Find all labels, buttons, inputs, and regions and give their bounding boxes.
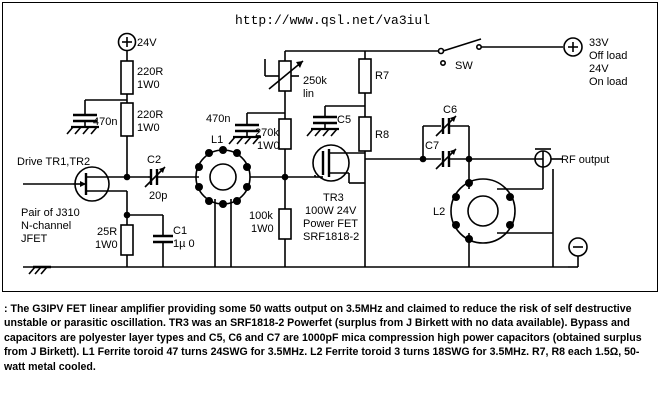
drive-label: Drive TR1,TR2 — [17, 156, 90, 168]
jfet-pair-label-1: Pair of J310 — [21, 207, 80, 219]
inductor-l2-label: L2 — [433, 206, 445, 218]
capacitor-c7-label: C7 — [425, 140, 439, 152]
resistor-25r — [120, 224, 134, 256]
resistor-220r-b-power: 1W0 — [137, 122, 160, 134]
resistor-270k-value: 270k — [255, 127, 279, 139]
rf-output-label: RF output — [561, 154, 609, 166]
capacitor-c5-label: C5 — [337, 114, 351, 126]
capacitor-470n-b-value: 470n — [206, 113, 230, 125]
supply-24v-label: 24V — [137, 37, 157, 49]
resistor-220r-a-power: 1W0 — [137, 79, 160, 91]
resistor-100k — [278, 208, 292, 240]
supply-24v-terminal — [117, 32, 137, 52]
switch-label: SW — [455, 60, 473, 72]
switch-sw — [437, 47, 445, 55]
tr3-label-4: SRF1818-2 — [303, 231, 359, 243]
resistor-r7 — [358, 58, 372, 94]
supply-33v-terminal — [563, 37, 583, 57]
on-load-label: On load — [589, 76, 628, 88]
resistor-220r-a-value: 220R — [137, 66, 163, 78]
tr3-label-1: TR3 — [323, 192, 344, 204]
inductor-l1-label: L1 — [211, 134, 223, 146]
figure-caption: : The G3IPV FET linear amplifier providi… — [4, 303, 642, 373]
tr3-label-3: Power FET — [303, 218, 358, 230]
jfet-pair-label-2: N-channel — [21, 220, 71, 232]
resistor-220r-a — [120, 60, 134, 95]
tr3-label-2: 100W 24V — [305, 205, 357, 217]
potentiometer-value: 250k — [303, 75, 327, 87]
rf-output-connector — [534, 148, 552, 168]
website-url: http://www.qsl.net/va3iul — [235, 13, 430, 28]
resistor-100k-value: 100k — [249, 210, 273, 222]
jfet-tr1-tr2 — [73, 166, 110, 202]
resistor-270k — [278, 118, 292, 150]
resistor-220r-b — [120, 102, 134, 137]
jfet-pair-label-3: JFET — [21, 233, 48, 245]
power-fet-tr3 — [312, 144, 365, 183]
resistor-25r-power: 1W0 — [95, 239, 118, 251]
resistor-270k-power: 1W0 — [257, 140, 280, 152]
schematic-frame: http://www.qsl.net/va3iul 24V 220R 1W0 2… — [2, 2, 658, 292]
capacitor-c2-value: 20p — [149, 190, 167, 202]
resistor-r8-label: R8 — [375, 129, 389, 141]
inductor-l1-toroid — [195, 146, 252, 209]
resistor-r8 — [358, 116, 372, 152]
resistor-r7-label: R7 — [375, 70, 389, 82]
capacitor-c2-label: C2 — [147, 154, 161, 166]
inductor-l2-toroid — [450, 178, 516, 244]
potentiometer-taper: lin — [303, 88, 314, 100]
capacitor-c1-label: C1 — [173, 225, 187, 237]
supply-33v-label: 33V — [589, 37, 609, 49]
capacitor-c1-value: 1µ 0 — [173, 238, 195, 250]
supply-negative-terminal — [568, 237, 588, 257]
amplifier-schematic: http://www.qsl.net/va3iul 24V 220R 1W0 2… — [17, 13, 628, 275]
supply-24v-onload-label: 24V — [589, 63, 609, 75]
capacitor-470n-a-value: 470n — [93, 116, 117, 128]
resistor-25r-value: 25R — [97, 226, 117, 238]
resistor-100k-power: 1W0 — [251, 223, 274, 235]
capacitor-c6-label: C6 — [443, 104, 457, 116]
resistor-220r-b-value: 220R — [137, 109, 163, 121]
off-load-label: Off load — [589, 50, 627, 62]
